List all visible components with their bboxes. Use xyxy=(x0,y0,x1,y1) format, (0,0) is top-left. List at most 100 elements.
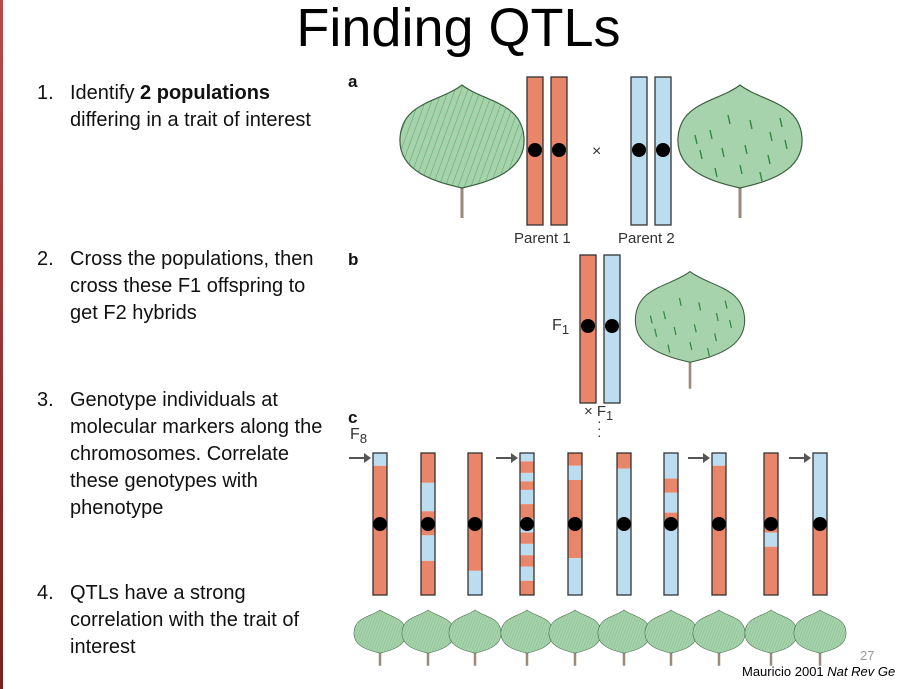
leaf-hair xyxy=(769,131,773,142)
panel-b-f1 xyxy=(579,254,746,404)
centromere xyxy=(373,517,387,531)
panel-c-label: c xyxy=(348,408,358,427)
cross-f1-label: × F1 xyxy=(584,403,614,423)
chromosome-segment xyxy=(813,526,827,595)
f8-label: F8 xyxy=(350,426,368,447)
leaf-f8-7 xyxy=(644,609,698,666)
chromosome-segment xyxy=(664,492,678,513)
leaf-hatching xyxy=(793,609,847,654)
chromosome-outline xyxy=(550,76,568,226)
centromere xyxy=(712,517,726,531)
chromosome-segment xyxy=(664,526,678,595)
centromere xyxy=(605,319,619,333)
step-text: Cross the populations, then cross these … xyxy=(70,248,314,324)
chromosome-segment xyxy=(421,453,435,483)
step-number: 1. xyxy=(37,82,54,104)
chromosome-segment xyxy=(520,566,534,581)
leaf-hatching xyxy=(692,609,746,654)
leaf-hair xyxy=(779,117,783,128)
leaf-hair xyxy=(727,114,731,125)
chromosome-segment xyxy=(568,453,582,466)
chromosome-segment xyxy=(421,535,435,561)
step-text: Genotype individuals at molecular marker… xyxy=(70,389,323,519)
citation: Mauricio 2001 Nat Rev Ge xyxy=(742,664,896,679)
leaf-hair xyxy=(759,171,763,182)
leaf-hair xyxy=(767,154,771,165)
parent-1-label: Parent 1 xyxy=(514,230,571,247)
chromosome-outline xyxy=(603,254,621,404)
centromere xyxy=(581,319,595,333)
leaf-hair xyxy=(724,300,728,309)
leaf-parent-2 xyxy=(677,84,803,218)
chromosome-segment xyxy=(520,555,534,567)
chromosome-segment xyxy=(568,465,582,480)
leaf-hatching xyxy=(399,85,525,188)
leaf-f8-5 xyxy=(548,609,602,666)
marker-arrowhead xyxy=(703,453,710,463)
chromosome-segment xyxy=(468,453,482,571)
leaf-hatching xyxy=(401,609,455,654)
leaf-hatching xyxy=(500,609,554,654)
leaf-hatching xyxy=(597,609,651,654)
f1-label: F1 xyxy=(552,317,570,338)
panel-a-label: a xyxy=(348,72,358,91)
step-number: 2. xyxy=(37,248,54,270)
chromosome-segment xyxy=(520,532,534,544)
leaf-f8-6 xyxy=(597,609,651,666)
leaf-hair xyxy=(667,344,671,353)
centromere xyxy=(528,143,542,157)
panel-a-parents xyxy=(399,76,803,226)
chromosome-segment xyxy=(764,453,778,533)
leaf-f8-2 xyxy=(401,609,455,666)
leaf-f8-1 xyxy=(353,609,407,666)
leaf-hatching xyxy=(644,609,698,654)
chromosome-segment xyxy=(764,546,778,595)
chromosome-outline xyxy=(526,76,544,226)
leaf-hair xyxy=(721,147,725,158)
leaf-hair xyxy=(706,348,710,357)
centromere xyxy=(656,143,670,157)
leaf-f8-8 xyxy=(692,609,746,666)
centromere xyxy=(632,143,646,157)
chromosome-segment xyxy=(421,560,435,595)
chromosome-segment xyxy=(520,580,534,595)
chromosome-f8-6 xyxy=(616,452,632,596)
leaf-hair xyxy=(714,167,718,178)
leaf-hair xyxy=(784,139,788,150)
panel-c-f8 xyxy=(349,452,847,666)
leaf-hair xyxy=(744,144,748,155)
centromere xyxy=(764,517,778,531)
chromosome-outline xyxy=(579,254,597,404)
step-text: Identify 2 populations differing in a tr… xyxy=(70,82,311,131)
leaf-hair xyxy=(728,319,732,329)
chromosome-segment xyxy=(617,468,631,595)
centromere xyxy=(568,517,582,531)
chromosome-outline xyxy=(654,76,672,226)
centromere xyxy=(468,517,482,531)
panel-b-label: b xyxy=(348,250,359,269)
leaf-hatching xyxy=(353,609,407,654)
ellipsis-vertical: ··· xyxy=(597,413,602,443)
leaf-hair xyxy=(689,341,693,351)
chromosome-segment xyxy=(520,461,534,473)
leaf-hair xyxy=(693,324,697,333)
chromosome-segment xyxy=(664,453,678,479)
leaf-hair xyxy=(709,129,713,140)
chromosome-segment xyxy=(520,504,534,519)
leaf-hair xyxy=(662,311,666,320)
leaf-f8-10 xyxy=(793,609,847,666)
chromosome-segment xyxy=(373,453,387,466)
marker-arrowhead xyxy=(511,453,518,463)
leaf-hair xyxy=(714,333,718,342)
chromosome-segment xyxy=(764,532,778,547)
leaf-hatching xyxy=(744,609,798,654)
slide-edge-accent xyxy=(0,0,3,689)
step-number: 3. xyxy=(37,389,54,411)
chromosome-segment xyxy=(520,453,534,462)
leaf-f8-3 xyxy=(448,609,502,666)
slide-title: Finding QTLs xyxy=(296,0,621,58)
chromosome-segment xyxy=(617,453,631,469)
chromosome-segment xyxy=(468,570,482,595)
leaf-hair xyxy=(649,315,653,324)
